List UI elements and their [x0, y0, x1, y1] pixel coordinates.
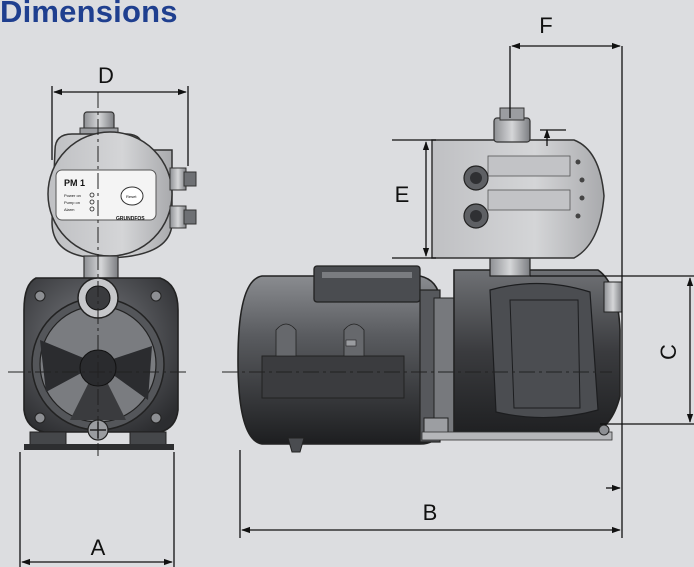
page-title: Dimensions — [0, 0, 178, 29]
pump-led-icon — [89, 199, 95, 205]
brand-label: GRUNDFOS — [116, 216, 145, 222]
power-led-icon — [89, 192, 95, 198]
dimension-label-d: D — [98, 63, 114, 88]
dimension-lines — [19, 42, 694, 567]
dimension-label-a: A — [91, 535, 106, 560]
power-on-label: Power on — [64, 193, 81, 198]
dimension-label-f: F — [539, 13, 552, 38]
front-view: PM 1 Power on Pump on Alarm Reset GRUNDF… — [23, 111, 197, 450]
reset-label: Reset — [126, 194, 137, 199]
reset-button-icon — [120, 186, 144, 206]
dimension-labels: D A B F E C — [91, 13, 681, 560]
dimension-label-c: C — [656, 344, 681, 360]
center-lines — [8, 92, 612, 456]
alarm-led-icon — [89, 206, 95, 212]
dimension-label-e: E — [395, 182, 410, 207]
controller-model-label: PM 1 — [64, 178, 85, 188]
pump-on-label: Pump on — [64, 200, 80, 205]
alarm-label: Alarm — [64, 207, 75, 212]
dimension-label-b: B — [423, 500, 438, 525]
side-view — [237, 107, 623, 453]
